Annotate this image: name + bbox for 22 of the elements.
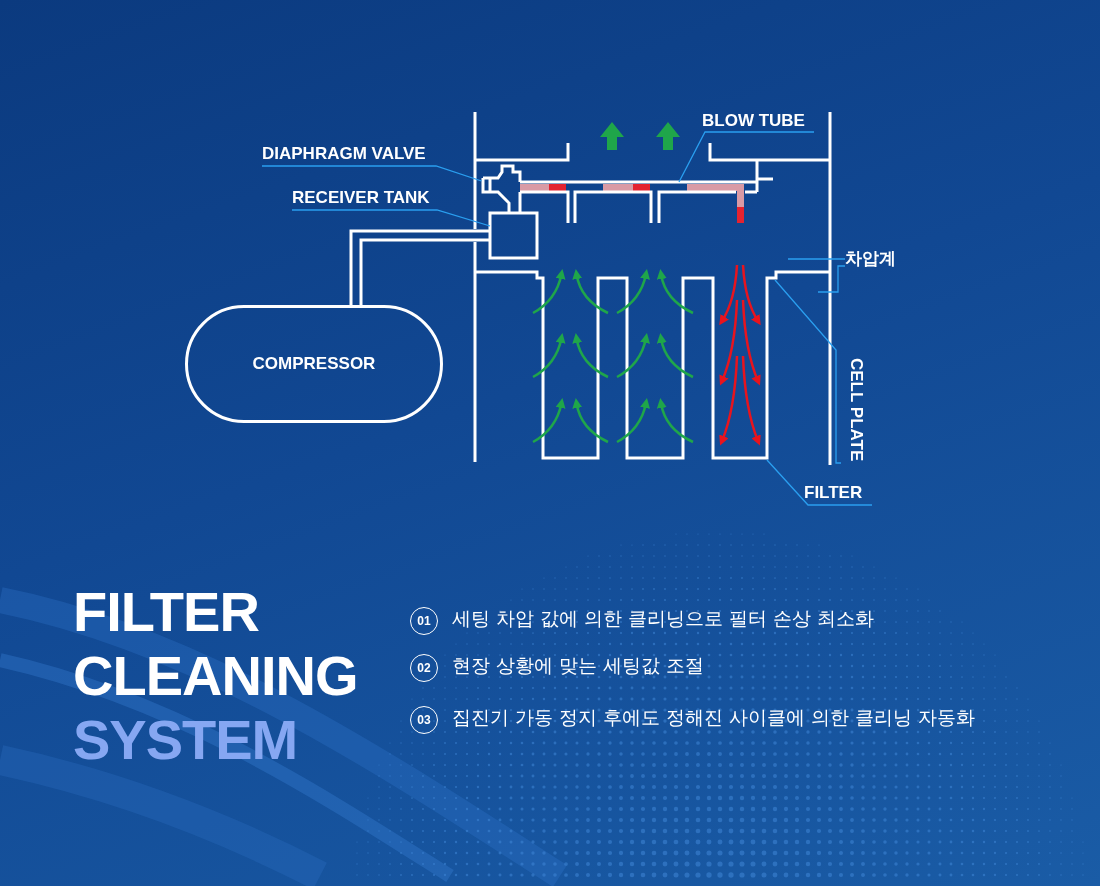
compressor-tank: [185, 305, 443, 423]
part-label: DIAPHRAGM VALVE: [262, 143, 440, 166]
leader-line: [787, 258, 846, 260]
part-label: COMPRESSOR: [252, 353, 376, 375]
part-label: CELL PLATE: [841, 358, 867, 466]
leader-line: [678, 131, 815, 183]
part-label: 차압계: [845, 248, 905, 270]
leader-line: [817, 265, 846, 293]
part-label: RECEIVER TANK: [292, 187, 440, 210]
leader-line: [774, 279, 842, 464]
part-label: BLOW TUBE: [702, 110, 814, 132]
part-label: FILTER: [804, 482, 872, 505]
leader-line: [766, 459, 873, 506]
feature-text: 현장 상황에 맞는 세팅값 조절: [452, 653, 705, 678]
receiver-tank: [488, 211, 539, 260]
leader-line: [261, 165, 483, 182]
title: FILTER CLEANING SYSTEM: [73, 580, 358, 772]
leader-line: [291, 209, 491, 227]
feature-text: 집진기 가동 정지 후에도 정해진 사이클에 의한 클리닝 자동화: [452, 705, 976, 730]
feature-text: 세팅 차압 값에 의한 클리닝으로 필터 손상 최소화: [452, 606, 875, 631]
valve-symbol: [481, 164, 522, 215]
air-pipe: [349, 229, 492, 307]
